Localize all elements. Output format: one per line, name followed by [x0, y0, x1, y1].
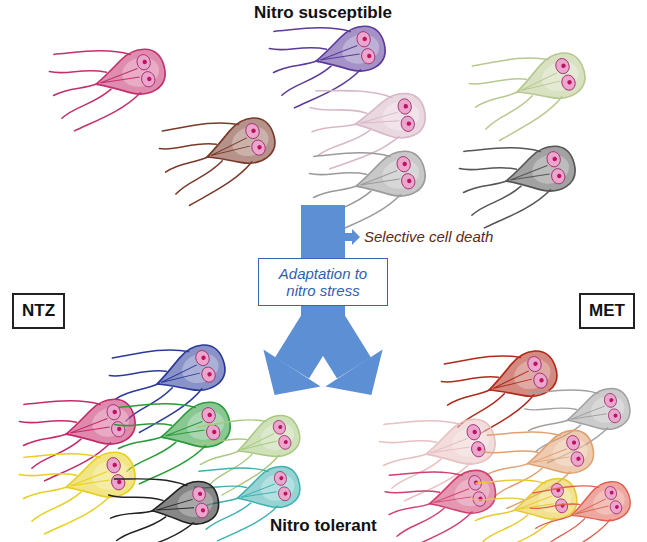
- group-heading: Nitro susceptible: [254, 3, 392, 23]
- drug-box: MET: [579, 293, 635, 329]
- effect-label: Selective cell death: [364, 228, 493, 245]
- drug-box: NTZ: [12, 293, 65, 329]
- process-box: Adaptation to nitro stress: [258, 258, 388, 306]
- box-text: MET: [589, 301, 625, 321]
- box-text: Adaptation to nitro stress: [267, 265, 379, 299]
- box-text: NTZ: [22, 301, 55, 321]
- group-heading: Nitro tolerant: [270, 516, 377, 536]
